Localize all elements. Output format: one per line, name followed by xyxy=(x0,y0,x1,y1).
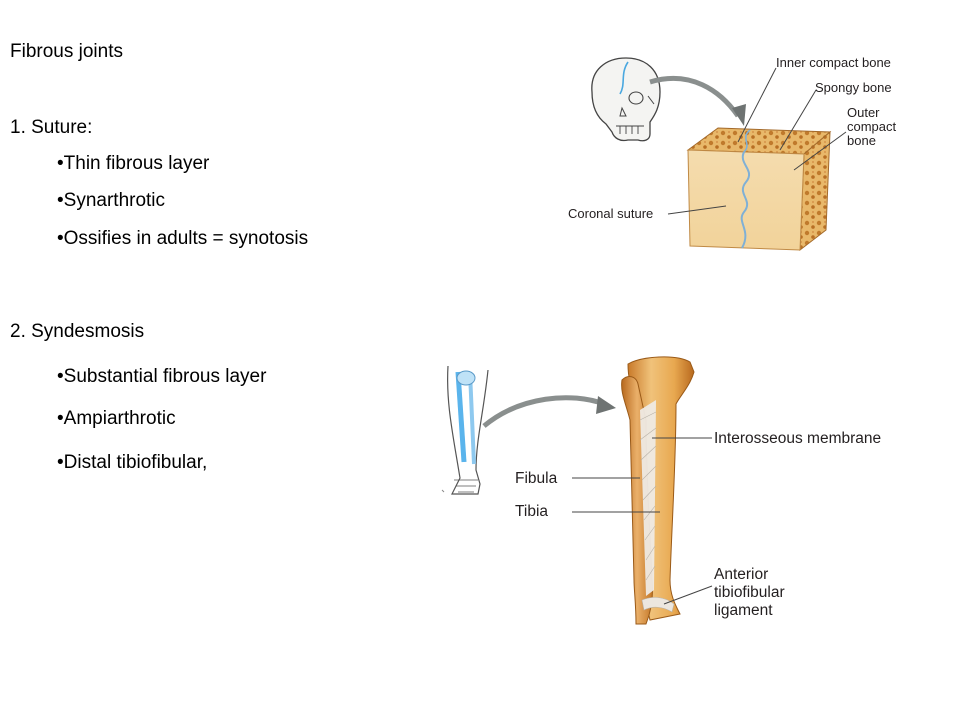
label-outer-compact-2: compact xyxy=(847,119,897,134)
label-anterior-ligament-3: ligament xyxy=(714,602,773,619)
label-interosseous-membrane: Interosseous membrane xyxy=(714,430,882,447)
slide-title: Fibrous joints xyxy=(10,41,123,62)
suture-bullet-thin-fibrous: •Thin fibrous layer xyxy=(57,153,210,174)
leg-icon xyxy=(441,365,489,495)
suture-bullet-ossifies: •Ossifies in adults = synotosis xyxy=(57,228,309,249)
label-outer-compact-3: bone xyxy=(847,133,876,148)
suture-bullet-synarthrotic: •Synarthrotic xyxy=(57,190,166,211)
syndesmosis-bullet-substantial: •Substantial fibrous layer xyxy=(57,366,267,387)
label-coronal-suture: Coronal suture xyxy=(568,206,654,221)
label-anterior-ligament-1: Anterior xyxy=(714,566,769,583)
suture-arrow xyxy=(649,75,741,118)
syndesmosis-heading: 2. Syndesmosis xyxy=(10,321,145,342)
syndesmosis-bullet-distal: •Distal tibiofibular, xyxy=(57,452,208,473)
label-inner-compact-bone: Inner compact bone xyxy=(776,55,891,70)
suture-heading: 1. Suture: xyxy=(10,117,93,138)
label-tibia: Tibia xyxy=(515,503,549,520)
label-spongy-bone: Spongy bone xyxy=(815,80,892,95)
syndesmosis-arrow xyxy=(482,395,605,428)
label-anterior-ligament-2: tibiofibular xyxy=(714,584,785,601)
label-fibula: Fibula xyxy=(515,470,558,487)
interosseous-membrane xyxy=(640,400,656,596)
skull-icon xyxy=(591,57,661,142)
syndesmosis-bullet-ampiarthrotic: •Ampiarthrotic xyxy=(57,408,176,429)
label-outer-compact-1: Outer xyxy=(847,105,880,120)
